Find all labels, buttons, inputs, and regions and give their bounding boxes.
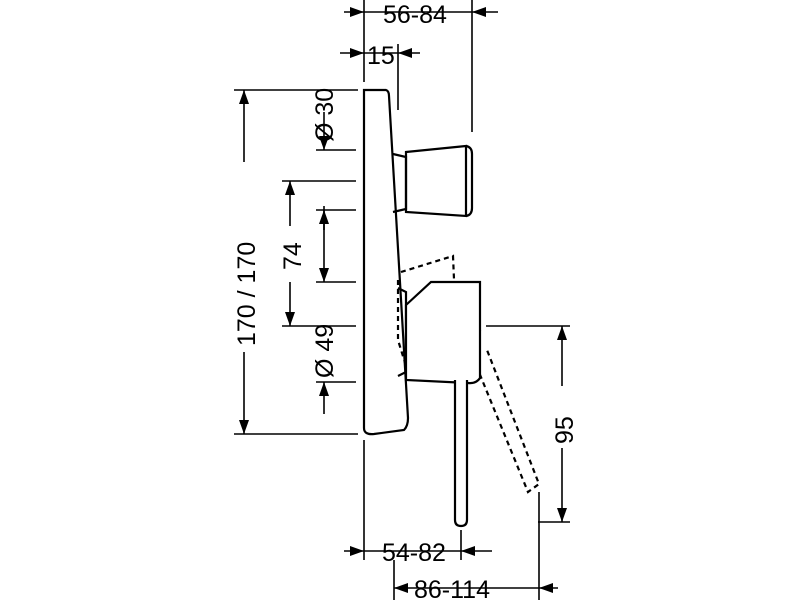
drop-arrow-bottom — [557, 508, 567, 522]
lever-arm — [453, 380, 469, 528]
offset-arrow-right — [398, 48, 412, 58]
lever-depth-arrow-right — [461, 546, 475, 556]
height-arrow-bottom — [239, 420, 249, 434]
lever-drop-label: 95 — [551, 416, 579, 444]
upper-knob-face — [465, 144, 474, 218]
lever-alt-arm — [474, 329, 541, 494]
total-depth-label: 86-114 — [414, 576, 490, 600]
lever-head — [404, 280, 482, 385]
cover-plate — [362, 88, 410, 436]
top-arrow-right — [472, 7, 486, 17]
height-arrow-top — [239, 90, 249, 104]
lever-diameter-label: Ø 49 — [311, 324, 339, 378]
lever-depth-arrow-left — [350, 546, 364, 556]
knob-spacing-label: 74 — [279, 242, 307, 270]
total-depth-arrow-right — [539, 583, 553, 593]
plate-height-label: 170 / 170 — [233, 242, 261, 346]
total-depth-arrow-left — [394, 583, 408, 593]
lever-dia-arrow-lower — [319, 382, 329, 396]
knob-diameter-label: Ø 30 — [311, 88, 339, 142]
offset-arrow-left — [350, 48, 364, 58]
offset-label: 15 — [367, 42, 395, 70]
top-arrow-left — [350, 7, 364, 17]
drop-arrow-top — [557, 326, 567, 340]
upper-knob-body — [404, 144, 468, 218]
spacing-arrow-bottom — [285, 312, 295, 326]
lever-depth-label: 54-82 — [382, 539, 446, 567]
top-depth-label: 56-84 — [383, 1, 447, 29]
lever-dia-arrow-upper — [319, 268, 329, 282]
spacing-arrow-top — [285, 181, 295, 195]
knob-dia-arrow-upper — [319, 136, 329, 150]
